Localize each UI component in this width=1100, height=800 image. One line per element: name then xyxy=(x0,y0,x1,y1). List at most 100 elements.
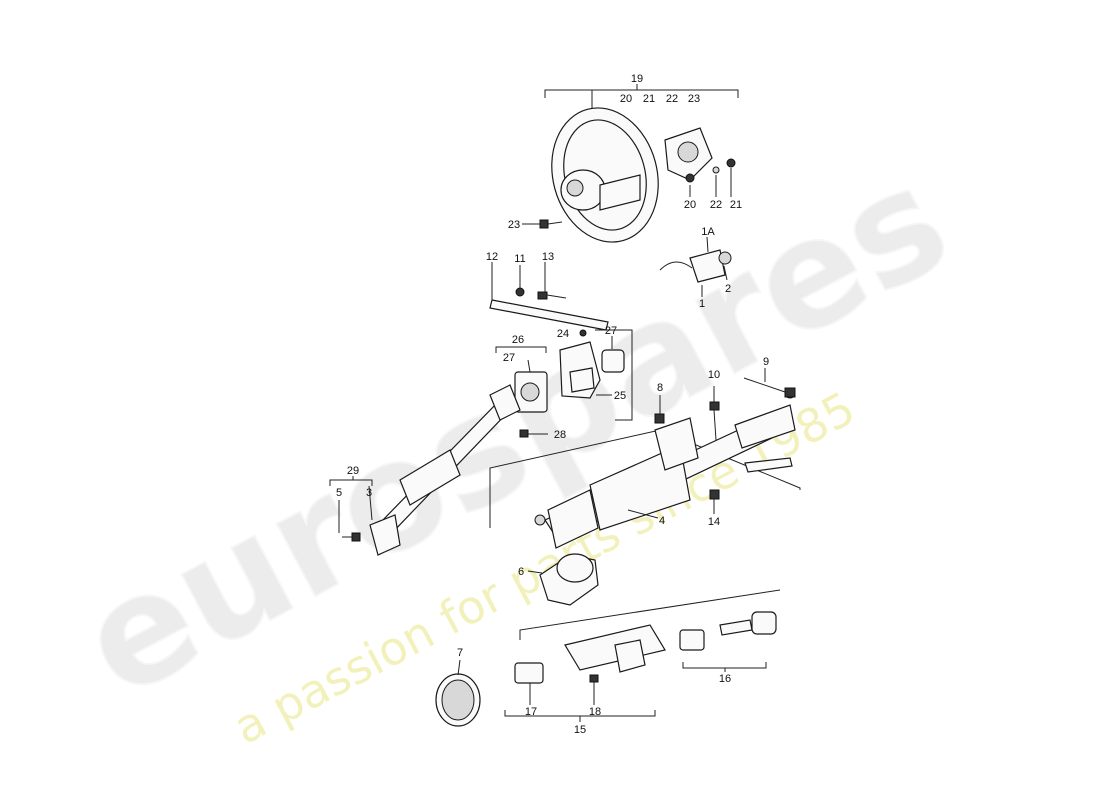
callout-27a: 27 xyxy=(605,325,617,337)
callout-23b: 23 xyxy=(508,219,520,231)
lower-joint xyxy=(369,514,401,556)
callout-5: 5 xyxy=(336,487,342,499)
lock-assembly-group xyxy=(504,589,781,722)
key-head xyxy=(751,611,777,635)
callout-11: 11 xyxy=(514,253,525,265)
steering-wheel-group xyxy=(522,84,739,243)
callout-12: 12 xyxy=(486,251,498,263)
steering-rack-group xyxy=(489,368,801,549)
callout-21: 21 xyxy=(643,93,655,105)
callout-13: 13 xyxy=(542,251,554,263)
callout-15: 15 xyxy=(574,724,586,736)
bolt-13-head xyxy=(537,291,548,300)
upper-joint xyxy=(489,384,521,421)
contact-unit-1 xyxy=(689,249,726,283)
shaft-bellows xyxy=(399,449,461,506)
bracket-lock-top xyxy=(519,589,781,640)
bolt-13-shank xyxy=(546,294,567,299)
cap-group xyxy=(435,659,481,727)
airbag-plate-hole xyxy=(677,141,699,163)
callout-22b: 22 xyxy=(710,199,722,211)
screw-22 xyxy=(712,166,720,174)
lock-housing-window xyxy=(614,639,646,673)
ignition-switch-17 xyxy=(514,662,544,684)
leader-2 xyxy=(723,265,728,281)
bushing-27 xyxy=(601,349,625,373)
callout-28: 28 xyxy=(554,429,566,441)
key-blade xyxy=(719,619,753,636)
callout-21b: 21 xyxy=(730,199,742,211)
bolt-5-head xyxy=(351,532,361,542)
contact-unit-group xyxy=(659,236,732,297)
nut-14 xyxy=(709,489,720,500)
bracket-16 xyxy=(682,662,767,669)
leader-7 xyxy=(457,659,461,676)
steering-shaft-group xyxy=(329,384,521,556)
bolt-10-head xyxy=(709,401,720,411)
bracket-26 xyxy=(495,346,547,353)
bracket-19 xyxy=(544,89,739,98)
bolt-9-shank xyxy=(743,377,786,393)
boot-group xyxy=(527,553,599,606)
callout-20: 20 xyxy=(620,93,632,105)
rack-boot-right xyxy=(734,404,796,449)
contact-unit-cable xyxy=(659,261,693,271)
callout-8: 8 xyxy=(657,382,663,394)
cap-7-inner xyxy=(441,679,475,721)
contact-unit-2 xyxy=(718,251,732,265)
rack-valve xyxy=(654,417,699,471)
callout-23: 23 xyxy=(688,93,700,105)
callout-20b: 20 xyxy=(684,199,696,211)
callout-19: 19 xyxy=(631,73,643,85)
leader-4 xyxy=(627,509,659,519)
callout-7: 7 xyxy=(457,647,463,659)
callout-9: 9 xyxy=(763,356,769,368)
callout-18: 18 xyxy=(589,706,601,718)
rack-tab xyxy=(744,457,793,473)
wheel-spoke xyxy=(599,174,641,211)
callout-29: 29 xyxy=(347,465,359,477)
leader-26 xyxy=(527,359,531,373)
leader-6 xyxy=(527,570,543,574)
nut-8 xyxy=(654,413,665,424)
bolt-28-head xyxy=(519,429,529,438)
callout-17: 17 xyxy=(525,706,537,718)
callout-14: 14 xyxy=(708,516,720,528)
hub-nut xyxy=(566,179,584,197)
bolt-21 xyxy=(726,158,736,168)
leader-1a xyxy=(706,236,709,253)
callout-16: 16 xyxy=(719,673,731,685)
bolt-9-head xyxy=(784,387,796,398)
washer-20 xyxy=(685,173,695,183)
callout-4: 4 xyxy=(659,515,665,527)
callout-22: 22 xyxy=(666,93,678,105)
bolt-10-shank xyxy=(713,409,717,441)
screw-24 xyxy=(579,329,587,337)
callout-25: 25 xyxy=(614,390,626,402)
bolt-23-shank xyxy=(547,221,563,225)
callout-labels: 19 20 21 22 23 20 22 21 23 1A 1 2 12 11 … xyxy=(336,73,769,736)
column-switch-group xyxy=(495,329,633,438)
callout-24: 24 xyxy=(557,328,569,340)
switch-housing-window xyxy=(569,367,595,393)
bracket-29 xyxy=(329,479,373,486)
bolt-23 xyxy=(539,219,549,229)
callout-1: 1 xyxy=(699,298,705,310)
leader-3 xyxy=(368,485,373,521)
callout-2: 2 xyxy=(725,283,731,295)
callout-6: 6 xyxy=(518,566,524,578)
boot-6-collar xyxy=(556,553,594,583)
bracket-right xyxy=(595,329,633,421)
callout-27b: 27 xyxy=(503,352,515,364)
callout-26: 26 xyxy=(512,334,524,346)
screw-18-head xyxy=(589,674,599,683)
lock-cylinder xyxy=(679,629,705,651)
callout-3: 3 xyxy=(366,487,372,499)
callout-10: 10 xyxy=(708,369,720,381)
tie-rod-end-left xyxy=(534,514,546,526)
rack-boot-left xyxy=(547,489,599,549)
nut-11 xyxy=(515,287,525,297)
module-26-ring xyxy=(520,382,540,402)
callout-1a: 1A xyxy=(701,226,715,238)
